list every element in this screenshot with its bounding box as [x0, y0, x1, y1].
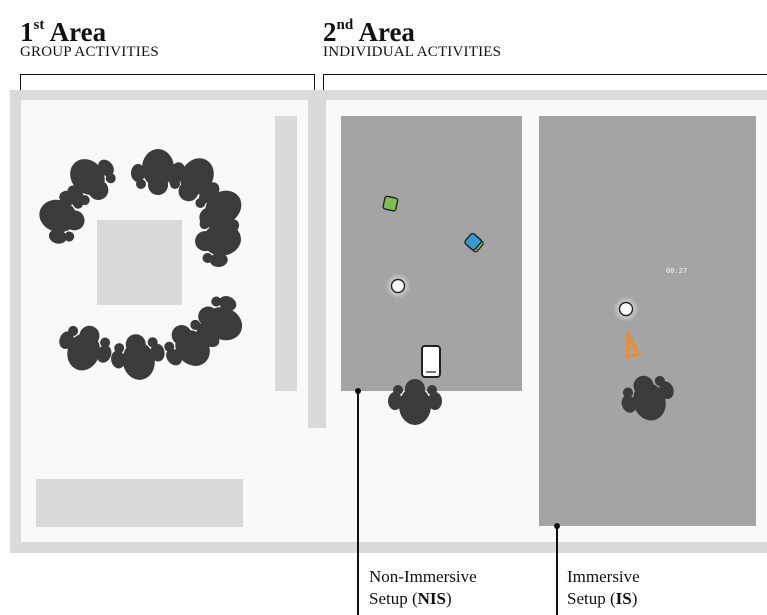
area-1-subtitle: GROUP ACTIVITIES [20, 44, 159, 60]
partition-opening [308, 428, 326, 542]
immersive-timer: 00:27 [666, 267, 688, 275]
nis-pointer-line [357, 391, 359, 615]
participant-silhouette [51, 317, 119, 379]
smartphone-icon [421, 345, 441, 378]
area-2-title: 2nd Area [323, 17, 415, 47]
orange-a-marker [625, 331, 641, 359]
nis-label: Non-Immersive Setup (NIS) [369, 567, 477, 608]
participant-silhouette [107, 329, 169, 385]
side-bench [275, 116, 297, 391]
cursor-marker [618, 301, 634, 317]
blue-object [464, 232, 482, 251]
area-2-bracket [323, 74, 767, 90]
bottom-table [36, 479, 243, 527]
is-label: Immersive Setup (IS) [567, 567, 640, 608]
area-2-subtitle: INDIVIDUAL ACTIVITIES [323, 44, 502, 60]
cursor-marker [390, 278, 406, 294]
is-participant-silhouette [614, 367, 682, 429]
central-table [97, 220, 182, 305]
nis-participant-silhouette [388, 379, 442, 425]
green-object [382, 195, 399, 212]
is-pointer-line [556, 526, 558, 615]
immersive-display-panel [539, 116, 756, 526]
area-1-bracket [20, 74, 315, 90]
area-1-title: 1st Area [20, 17, 107, 47]
